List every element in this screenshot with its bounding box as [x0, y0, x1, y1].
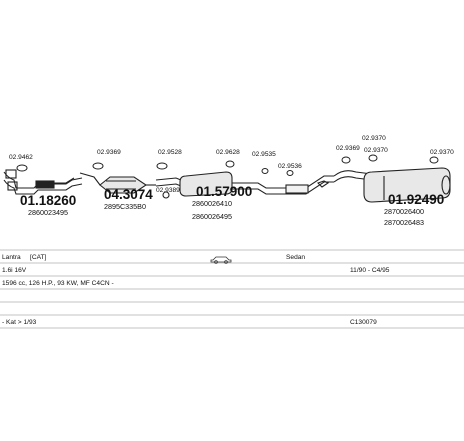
catalytic-converter-part — [79, 172, 170, 199]
part-code: 2870026400 — [384, 207, 424, 216]
part-code: 2895C335B0 — [104, 202, 146, 211]
vehicle-body: Sedan — [286, 254, 305, 261]
front-pipe-part — [3, 169, 83, 195]
part-code: 2860023495 — [28, 208, 68, 217]
fitting-label: 02.9462 — [9, 154, 33, 161]
part-number: 01.18260 — [20, 193, 76, 208]
fitting-label: 02.9389 — [156, 187, 180, 194]
fitting-label: 02.9370 — [362, 135, 386, 142]
fitting-label: 02.9536 — [278, 163, 302, 170]
vehicle-specs: 1596 cc, 126 H.P., 93 KW, MF C4CN - — [2, 280, 114, 287]
vehicle-dates: 11/90 - C4/95 — [350, 267, 390, 274]
fitting-label: 02.9369 — [97, 149, 121, 156]
fitting-label: 02.9369 — [336, 145, 360, 152]
fitting-label: 02.9628 — [216, 149, 240, 156]
vehicle-model: Lantra — [2, 254, 21, 261]
fitting-label: 02.9370 — [430, 149, 454, 156]
part-code: 2860026410 — [192, 199, 232, 208]
part-code: 2870026483 — [384, 218, 424, 227]
part-code: 2860026495 — [192, 212, 232, 221]
vehicle-transmission: [CAT] — [30, 254, 47, 261]
middle-silencer-part — [155, 171, 334, 197]
vehicle-kat: - Kat > 1/93 — [2, 319, 37, 326]
fitting-label: 02.9535 — [252, 151, 276, 158]
fitting-label: 02.9528 — [158, 149, 182, 156]
vehicle-info-table — [0, 249, 464, 329]
part-number: 01.57900 — [196, 184, 252, 199]
clamp-icon — [16, 154, 439, 176]
vehicle-ref: C130079 — [350, 319, 377, 326]
fitting-label: 02.9370 — [364, 147, 388, 154]
part-number: 04.3074 — [104, 187, 153, 202]
vehicle-engine: 1.6i 16V — [2, 267, 27, 274]
part-number: 01.92490 — [388, 192, 444, 207]
car-icon — [210, 256, 232, 264]
rear-silencer-part — [333, 167, 451, 203]
